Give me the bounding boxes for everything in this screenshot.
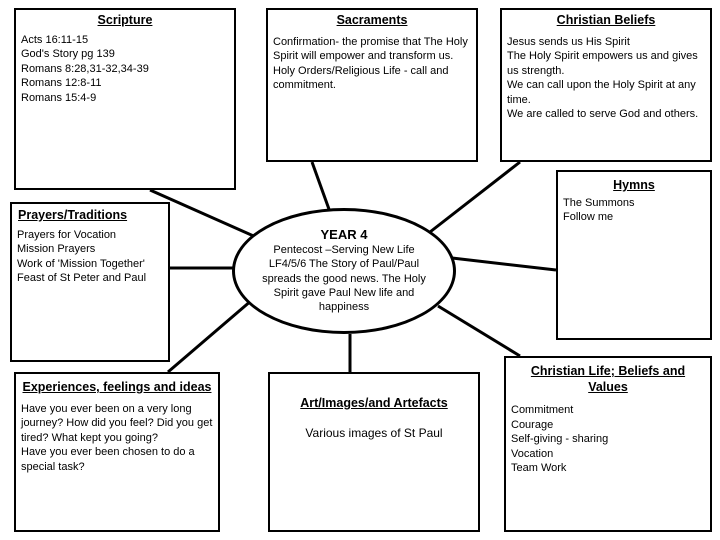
node-experiences-feelings-ideas-title: Experiences, feelings and ideas xyxy=(22,380,212,394)
node-art-images-artefacts-body: Various images of St Paul xyxy=(305,425,443,440)
node-center-body: Pentecost –Serving New Life LF4/5/6 The … xyxy=(262,244,426,314)
node-center-title: YEAR 4 xyxy=(320,227,368,243)
node-center-year-4[interactable]: YEAR 4 Pentecost –Serving New Life LF4/5… xyxy=(232,208,456,334)
node-hymns[interactable]: Hymns The Summons Follow me xyxy=(556,170,712,340)
node-hymns-body: The Summons Follow me xyxy=(563,196,635,224)
node-prayers-traditions-body: Prayers for Vocation Mission Prayers Wor… xyxy=(17,228,147,285)
node-experiences-feelings-ideas[interactable]: Experiences, feelings and ideas Have you… xyxy=(14,372,220,532)
node-sacraments[interactable]: Sacraments Confirmation- the promise tha… xyxy=(266,8,478,162)
node-christian-life-beliefs-values-body: Commitment Courage Self-giving - sharing… xyxy=(511,404,609,475)
node-christian-beliefs-title: Christian Beliefs xyxy=(556,13,656,27)
node-art-images-artefacts-title: Art/Images/and Artefacts xyxy=(300,396,448,410)
node-christian-life-beliefs-values-title: Christian Life; Beliefs and Values xyxy=(530,364,686,394)
node-christian-beliefs[interactable]: Christian Beliefs Jesus sends us His Spi… xyxy=(500,8,712,162)
node-experiences-feelings-ideas-body: Have you ever been on a very long journe… xyxy=(21,402,213,473)
node-hymns-title: Hymns xyxy=(613,178,655,192)
node-prayers-traditions-title: Prayers/Traditions xyxy=(18,208,128,222)
node-sacraments-body: Confirmation- the promise that The Holy … xyxy=(273,35,468,92)
node-christian-beliefs-body: Jesus sends us His Spirit The Holy Spiri… xyxy=(507,35,699,121)
node-christian-life-beliefs-values[interactable]: Christian Life; Beliefs and Values Commi… xyxy=(504,356,712,532)
node-art-images-artefacts[interactable]: Art/Images/and Artefacts Various images … xyxy=(268,372,480,532)
node-scripture-body: Acts 16:11-15 God's Story pg 139 Romans … xyxy=(21,33,149,104)
node-scripture[interactable]: Scripture Acts 16:11-15 God's Story pg 1… xyxy=(14,8,236,190)
node-sacraments-title: Sacraments xyxy=(336,13,408,27)
node-prayers-traditions[interactable]: Prayers/Traditions Prayers for Vocation … xyxy=(10,202,170,362)
node-scripture-title: Scripture xyxy=(97,13,153,27)
